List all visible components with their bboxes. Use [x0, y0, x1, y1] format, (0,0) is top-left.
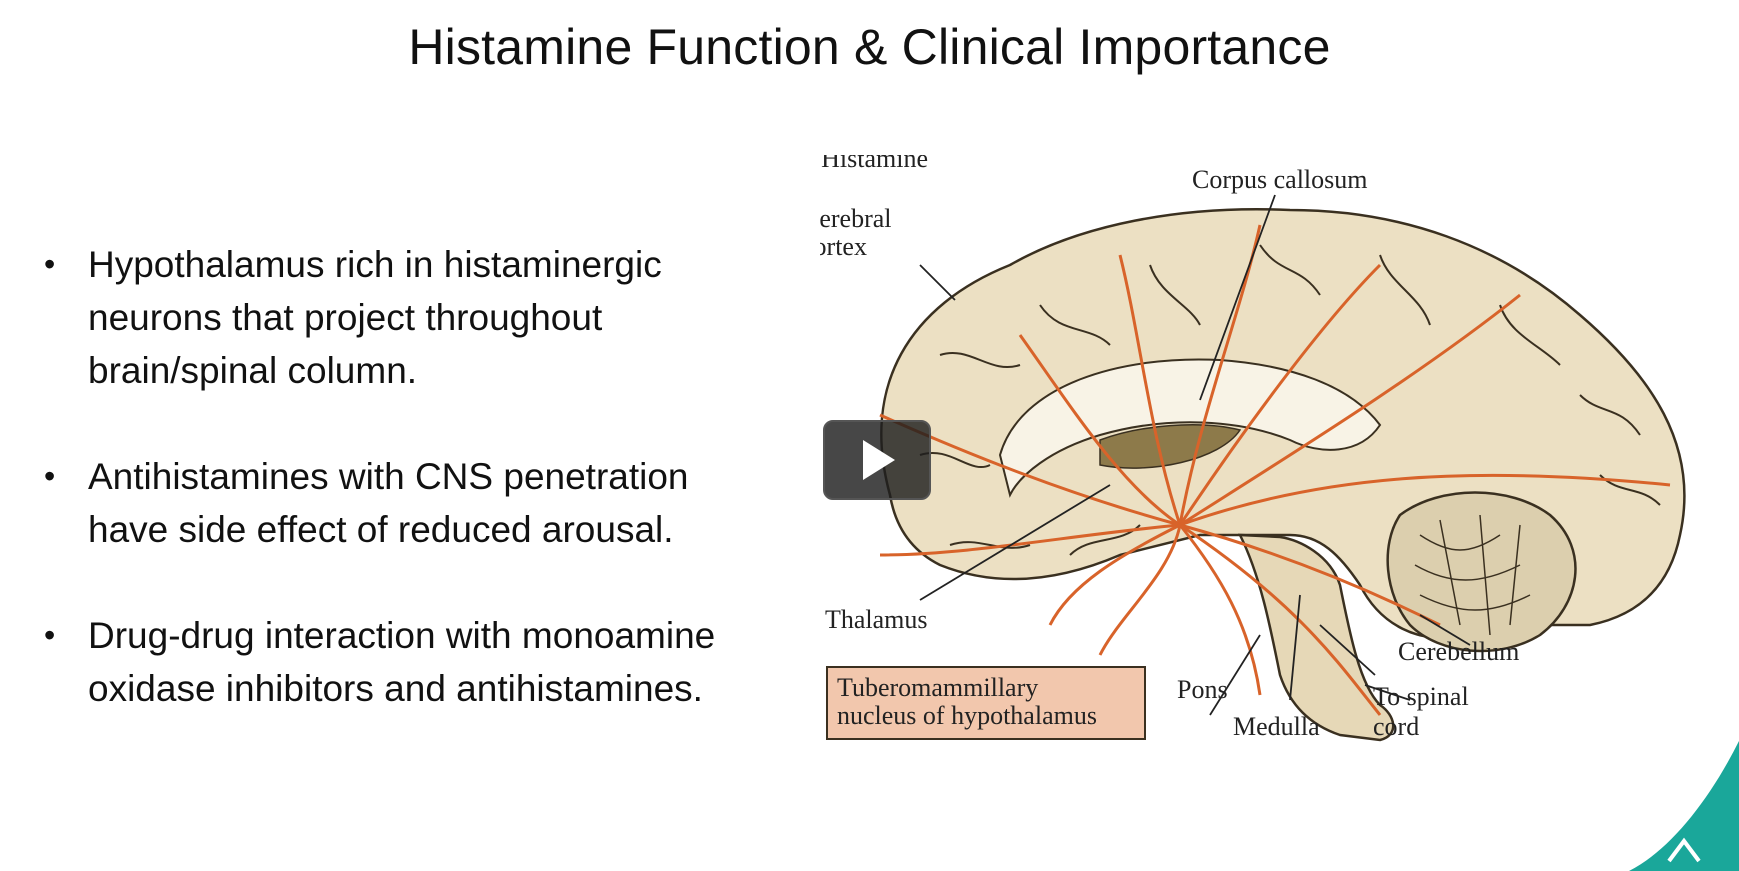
label-cerebral-cortex-line2: cortex [820, 232, 867, 261]
slide-title: Histamine Function & Clinical Importance [408, 19, 1331, 75]
label-tmn-line1: Tuberomammillary [837, 673, 1038, 702]
brain-histamine-figure: (C) Histamine Cerebral cortex Corpus cal… [820, 155, 1700, 835]
cerebellum-shape [1386, 491, 1577, 653]
label-to-spinal-line1: To spinal [1373, 682, 1469, 711]
brain-illustration: (C) Histamine Cerebral cortex Corpus cal… [820, 155, 1686, 742]
bullet-item: Drug-drug interaction with monoamine oxi… [40, 609, 760, 715]
label-corpus-callosum: Corpus callosum [1192, 165, 1368, 194]
label-cerebellum: Cerebellum [1398, 637, 1519, 666]
bullet-item: Hypothalamus rich in histaminergic neuro… [40, 238, 760, 397]
play-icon [863, 440, 895, 480]
corner-accent-shape [1629, 741, 1739, 871]
label-to-spinal-line2: cord [1373, 712, 1419, 741]
bullet-item: Antihistamines with CNS penetration have… [40, 450, 760, 556]
tmn-label-box [826, 666, 1146, 740]
label-cerebral-cortex-line1: Cerebral [820, 204, 892, 233]
panel-label: (C) Histamine [820, 155, 928, 173]
label-medulla: Medulla [1233, 712, 1320, 741]
label-pons: Pons [1177, 675, 1228, 704]
label-tmn-line2: nucleus of hypothalamus [837, 701, 1097, 730]
label-thalamus: Thalamus [825, 605, 928, 634]
histamine-pathways [879, 224, 1671, 716]
video-play-button[interactable] [823, 420, 931, 500]
corpus-callosum-shape [998, 358, 1382, 498]
bullet-list: Hypothalamus rich in histaminergic neuro… [40, 238, 760, 768]
